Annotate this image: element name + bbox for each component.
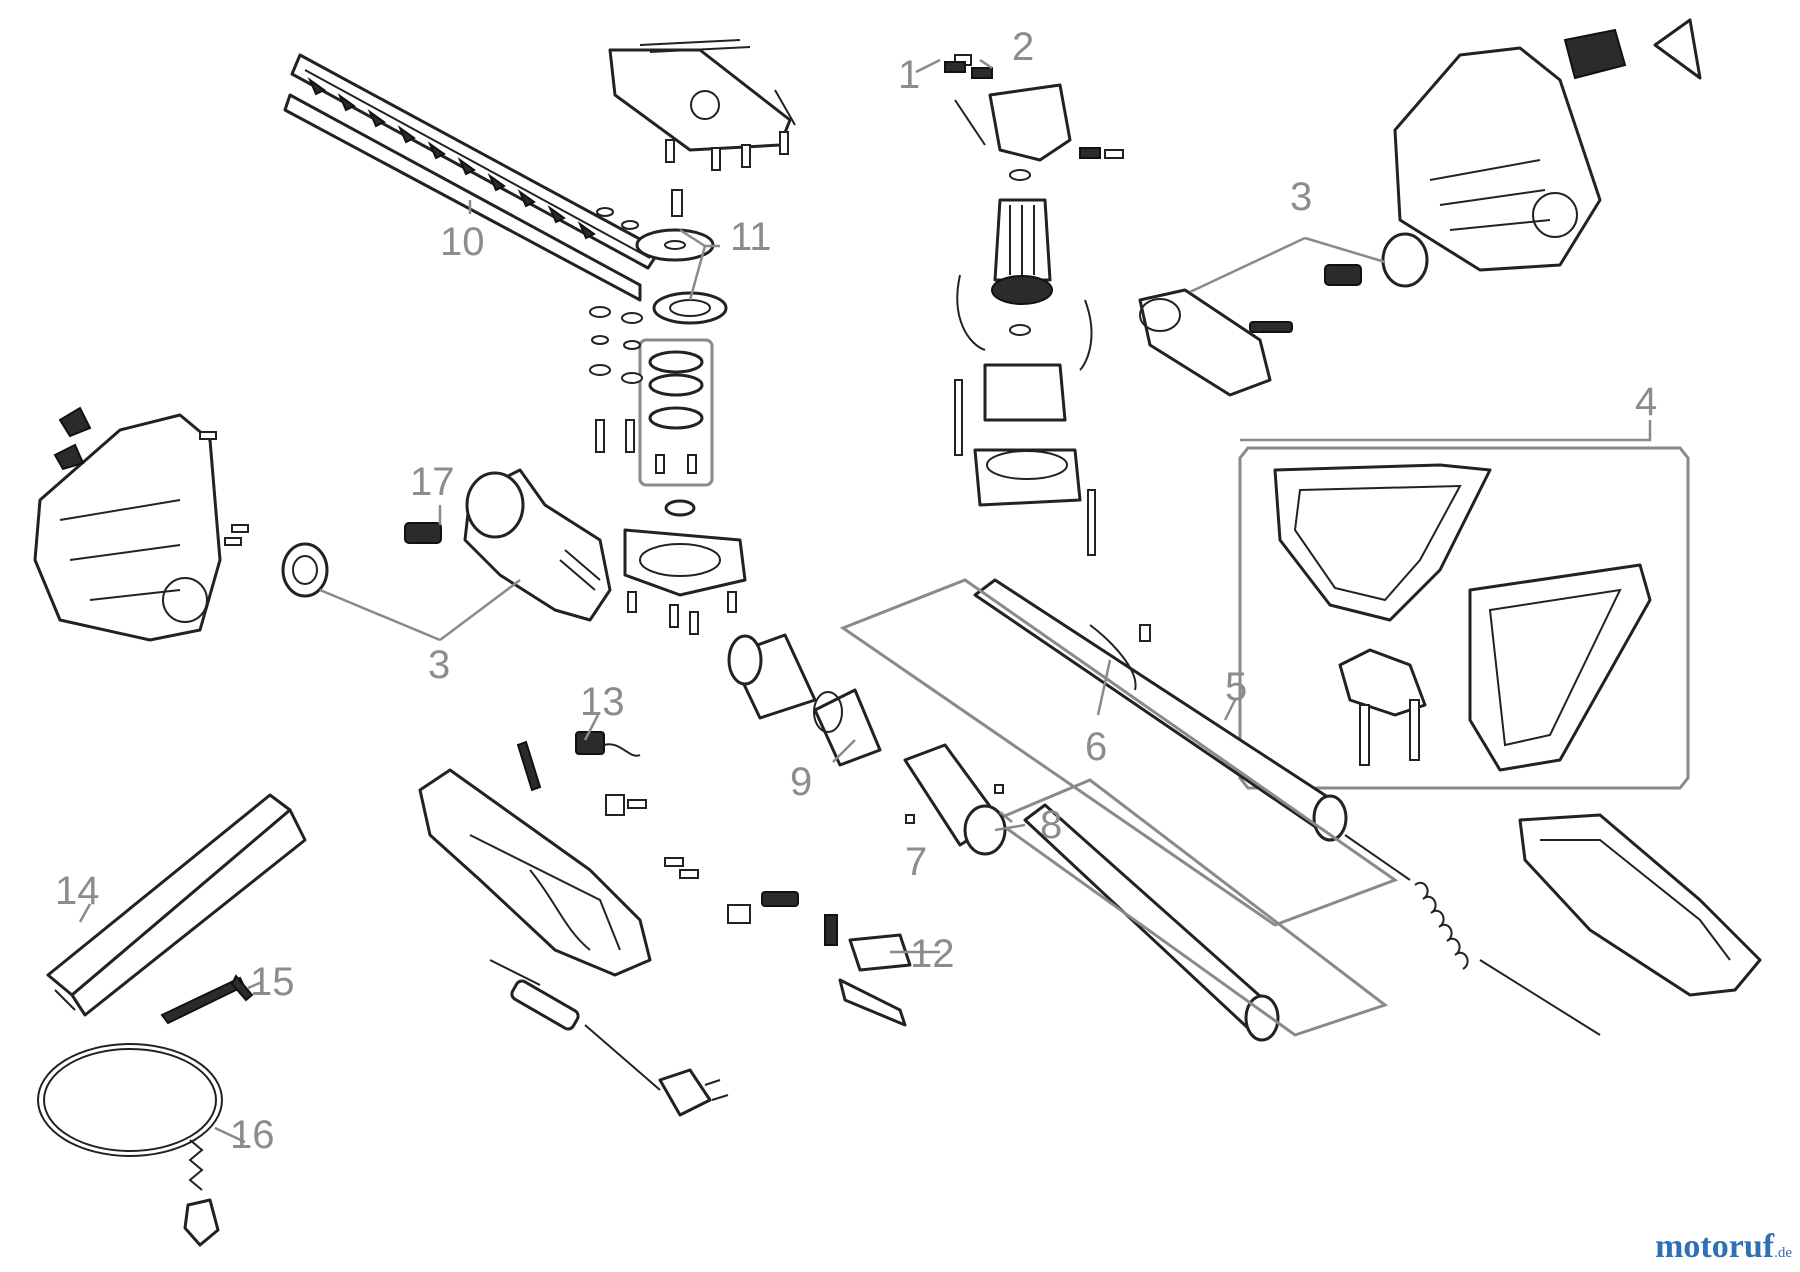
armature: [956, 169, 1093, 371]
right-housing-shell: [1393, 18, 1702, 272]
callout-2: 2: [1012, 25, 1034, 69]
shoulder-strap: [37, 1043, 223, 1247]
callout-7: 7: [905, 840, 927, 884]
front-handle-box: [1238, 446, 1690, 790]
gear-cover-plate: [608, 39, 796, 152]
left-spring: [404, 522, 442, 544]
hex-key: [160, 974, 254, 1025]
callout-12: 12: [910, 932, 955, 976]
cutter-blade: [283, 53, 728, 325]
callout-labels: 1 2 3 4 5 6 7 8 9 10 11 12 13 14 15 16 1…: [55, 25, 1657, 1157]
right-clutch: [1138, 232, 1429, 397]
power-cord: [489, 959, 729, 1117]
callout-3-left: 3: [428, 643, 450, 687]
shaft-connector: [903, 743, 1007, 856]
left-clutch-ring: [281, 542, 329, 598]
callout-8: 8: [1040, 803, 1062, 847]
callout-14: 14: [55, 869, 100, 913]
rear-handle-housing: [1518, 813, 1762, 997]
leader-lines: [78, 58, 1652, 1144]
rear-grip: [418, 740, 652, 977]
left-housing: [33, 406, 249, 642]
callout-16: 16: [230, 1113, 275, 1157]
gear-housing-base: [623, 499, 747, 635]
plate-screws: [665, 131, 789, 217]
watermark-logo: motoruf.de: [1655, 1228, 1792, 1266]
watermark-name: motoruf: [1655, 1228, 1775, 1265]
switch-parts: [575, 731, 912, 1027]
stator: [954, 363, 1096, 556]
angle-gearhead: [463, 468, 612, 622]
callout-9: 9: [790, 760, 812, 804]
callout-13: 13: [580, 680, 625, 724]
gear-group-box: [638, 338, 714, 487]
coil-cord: [1344, 834, 1601, 1036]
coupling-sleeve-inner: [813, 688, 882, 767]
coupling-sleeve-outer: [727, 633, 817, 720]
brush-holder: [944, 54, 1124, 162]
callout-5: 5: [1225, 665, 1247, 709]
callout-10: 10: [440, 220, 485, 264]
callout-3-right: 3: [1290, 175, 1312, 219]
callout-1: 1: [898, 53, 920, 97]
callout-6: 6: [1085, 725, 1107, 769]
callout-17: 17: [410, 460, 455, 504]
washer-column: [589, 207, 643, 453]
upper-shaft-tube: [839, 578, 1399, 927]
watermark-tld: .de: [1774, 1245, 1792, 1261]
lower-shaft-tube: [991, 778, 1389, 1042]
callout-15: 15: [250, 960, 295, 1004]
callout-11: 11: [730, 215, 772, 259]
blade-cover: [46, 793, 307, 1017]
callout-4: 4: [1635, 380, 1657, 424]
